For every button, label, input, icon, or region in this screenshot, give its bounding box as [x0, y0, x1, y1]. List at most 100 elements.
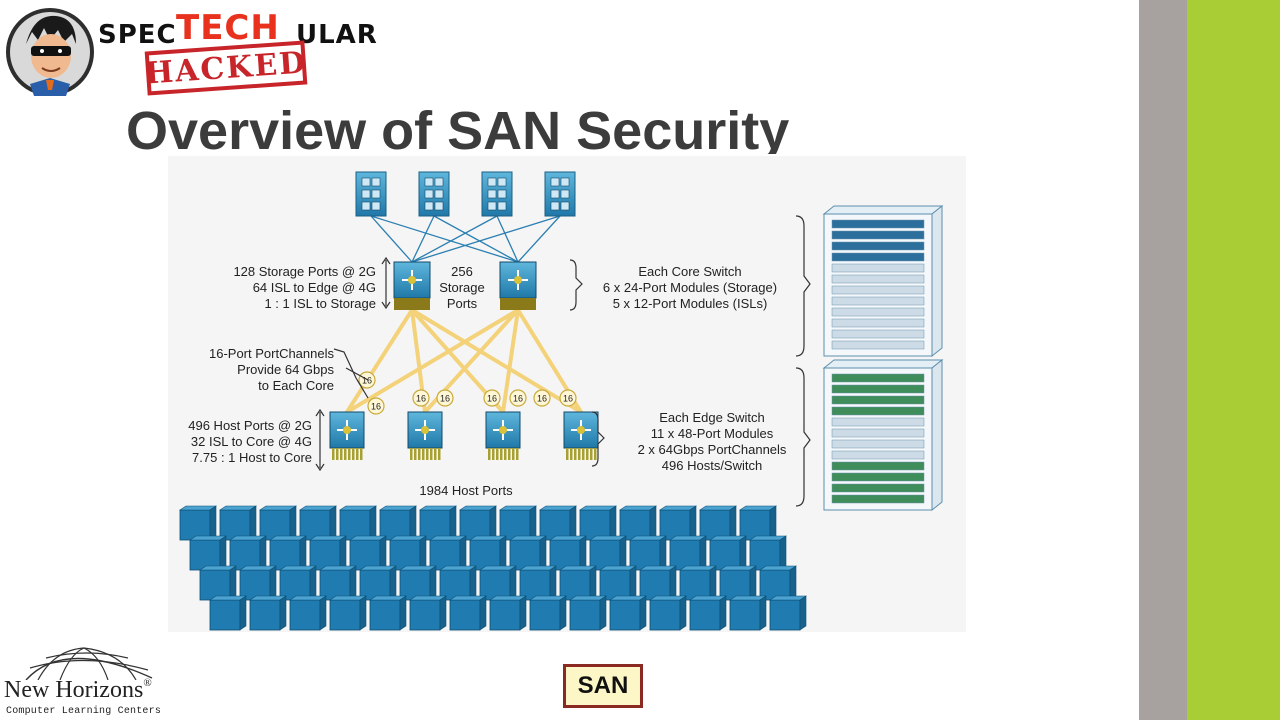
portchannel-badge: 16	[559, 389, 577, 407]
storage-array-icon	[544, 171, 576, 217]
edge-note-2: 32 ISL to Core @ 4G	[191, 434, 312, 449]
isl-link	[345, 308, 414, 414]
host-server-icon	[539, 505, 577, 541]
core-switch-note-2: 6 x 24-Port Modules (Storage)	[603, 280, 777, 295]
portchannel-badge: 16	[412, 389, 430, 407]
host-server-icon	[239, 565, 277, 601]
svg-text:16: 16	[371, 402, 381, 412]
edge-left-notes: 496 Host Ports @ 2G 32 ISL to Core @ 4G …	[188, 418, 312, 465]
host-server-icon	[189, 535, 227, 571]
host-server-icon	[599, 565, 637, 601]
svg-text:16: 16	[563, 394, 573, 404]
portchannel-badge: 16	[483, 389, 501, 407]
edge-note-1: 496 Host Ports @ 2G	[188, 418, 312, 433]
isl-link	[410, 308, 583, 414]
host-server-icon	[219, 505, 257, 541]
host-server-icon	[259, 505, 297, 541]
storage-core-links	[370, 215, 561, 263]
edge-switch-note-1: Each Edge Switch	[659, 410, 765, 425]
host-server-icon	[309, 535, 347, 571]
core-center-label: 256 Storage Ports	[439, 264, 485, 311]
host-server-icon	[529, 595, 567, 631]
host-server-icon	[649, 595, 687, 631]
host-server-icon	[579, 505, 617, 541]
storage-array-icon	[481, 171, 513, 217]
host-server-icon	[249, 595, 287, 631]
host-server-icon	[619, 505, 657, 541]
portchannel-note-2: Provide 64 Gbps	[237, 362, 334, 377]
host-server-icon	[399, 565, 437, 601]
host-server-icon	[329, 595, 367, 631]
svg-text:16: 16	[487, 394, 497, 404]
edge-switch-note-2: 11 x 48-Port Modules	[651, 426, 774, 441]
core-label-line-3: Ports	[447, 296, 478, 311]
chassis-rack-icon	[822, 358, 944, 512]
globe-arc-icon	[25, 647, 153, 680]
host-server-icon	[749, 535, 787, 571]
host-server-icon	[289, 595, 327, 631]
portchannel-badge: 16	[436, 389, 454, 407]
host-server-icon	[639, 565, 677, 601]
host-server-icon	[349, 535, 387, 571]
host-server-icon	[479, 565, 517, 601]
edge-note-3: 7.75 : 1 Host to Core	[192, 450, 312, 465]
core-switch-note-3: 5 x 12-Port Modules (ISLs)	[613, 296, 768, 311]
svg-text:16: 16	[362, 376, 372, 386]
core-note-2: 64 ISL to Edge @ 4G	[253, 280, 376, 295]
storage-link	[370, 215, 413, 263]
host-server-icon	[449, 595, 487, 631]
core-note-1: 128 Storage Ports @ 2G	[233, 264, 376, 279]
host-server-icon	[509, 535, 547, 571]
core-switch-icon	[393, 261, 431, 310]
host-server-icon	[729, 595, 767, 631]
svg-text:16: 16	[513, 394, 523, 404]
core-switches	[393, 261, 537, 310]
host-server-icon	[469, 535, 507, 571]
core-note-3: 1 : 1 ISL to Storage	[264, 296, 376, 311]
storage-link	[517, 215, 561, 263]
isl-link	[501, 308, 520, 414]
host-server-icon	[759, 565, 797, 601]
host-server-icon	[559, 565, 597, 601]
new-horizons-name: New Horizons®	[4, 677, 152, 704]
portchannel-badge: 16	[533, 389, 551, 407]
san-diagram-svg: 16 16 16 16 16 16 16 16 128 Storage Ports @ 2G …	[179, 171, 944, 631]
host-server-icon	[659, 505, 697, 541]
host-server-icon	[569, 595, 607, 631]
registered-mark: ®	[143, 677, 152, 689]
core-label-line-2: Storage	[439, 280, 485, 295]
svg-text:16: 16	[440, 394, 450, 404]
storage-array-icon	[355, 171, 387, 217]
storage-link	[496, 215, 519, 263]
host-server-icon	[459, 505, 497, 541]
host-server-icon	[379, 505, 417, 541]
host-server-icon	[359, 565, 397, 601]
new-horizons-logo: New Horizons® Computer Learning Centers	[4, 644, 161, 720]
host-server-icon	[589, 535, 627, 571]
storage-link	[411, 215, 561, 263]
host-server-icon	[699, 505, 737, 541]
edge-switch-note-4: 496 Hosts/Switch	[662, 458, 762, 473]
host-server-icon	[669, 535, 707, 571]
core-left-notes: 128 Storage Ports @ 2G 64 ISL to Edge @ …	[233, 264, 376, 311]
portchannel-badge: 16	[509, 389, 527, 407]
host-server-icon	[419, 505, 457, 541]
edge-switch-icon	[407, 411, 443, 460]
host-server-icon	[279, 565, 317, 601]
host-server-icon	[489, 595, 527, 631]
host-server-icon	[179, 505, 217, 541]
host-server-icon	[409, 595, 447, 631]
host-server-icon	[519, 565, 557, 601]
core-switch-icon	[499, 261, 537, 310]
host-server-icon	[389, 535, 427, 571]
chassis-racks	[822, 204, 944, 512]
new-horizons-wordmark: New Horizons	[4, 677, 144, 703]
edge-switch-icon	[485, 411, 521, 460]
host-server-icon	[629, 535, 667, 571]
host-server-icon	[209, 595, 247, 631]
slide-title: Overview of SAN Security	[126, 101, 790, 154]
annotation-brackets	[315, 215, 811, 507]
brand-part-spec: SPEC	[98, 20, 177, 50]
svg-text:16: 16	[416, 394, 426, 404]
host-server-icon	[709, 535, 747, 571]
